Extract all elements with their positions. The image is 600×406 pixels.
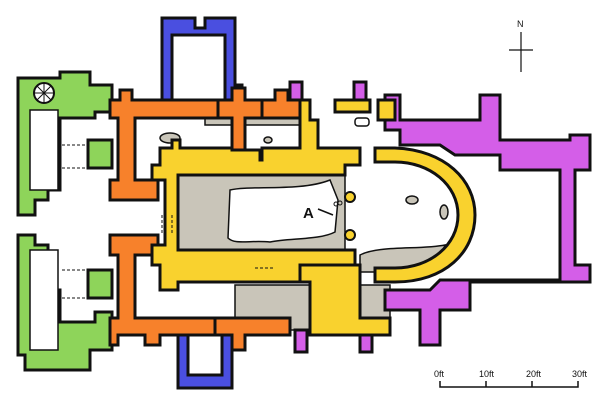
scale-tick-20: 20ft	[526, 369, 542, 379]
column	[344, 229, 356, 241]
scale-tick-30: 30ft	[572, 369, 588, 379]
dashed-openings	[62, 144, 275, 299]
north-label: N	[517, 19, 524, 29]
excavation-voids	[159, 117, 449, 243]
magenta-walls	[226, 80, 592, 354]
scale-tick-0: 0ft	[434, 369, 445, 379]
green-voids	[29, 109, 59, 351]
columns	[344, 191, 356, 241]
scale-bar: 0ft 10ft 20ft 30ft	[434, 369, 588, 388]
marker-a-label: A	[303, 205, 314, 222]
north-arrow-icon: N	[509, 19, 533, 72]
stair-icon	[33, 82, 55, 104]
orange-walls	[108, 86, 302, 352]
marker-a: A	[303, 200, 343, 222]
yellow-walls	[150, 98, 477, 337]
column	[344, 191, 356, 203]
scale-tick-10: 10ft	[479, 369, 495, 379]
